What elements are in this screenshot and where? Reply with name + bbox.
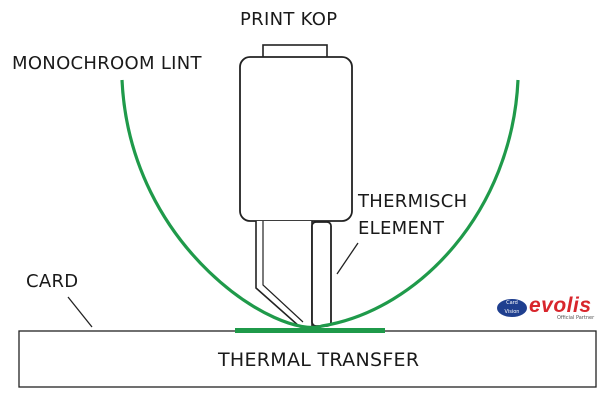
card-label: CARD (26, 271, 79, 292)
badge-line2: Vision (504, 309, 520, 315)
thermal-element-label-line2: ELEMENT (358, 218, 445, 239)
evolis-partner-logo: Card Vision evolis Official Partner (497, 294, 601, 322)
print-head-label: PRINT KOP (240, 9, 338, 30)
thermal-element (311, 221, 332, 327)
card-leader (67, 296, 93, 328)
brand-name: evolis (529, 294, 592, 317)
monochrome-ribbon (120, 79, 520, 329)
transfer-band (235, 328, 385, 333)
thermal-element-leader (336, 242, 359, 275)
thermal-transfer-label: THERMAL TRANSFER (218, 349, 420, 371)
card-body (18, 330, 597, 388)
badge-line1: Card (506, 300, 518, 306)
thermal-element-label-line1: THERMISCH (358, 191, 468, 212)
print-head-tip-inner (262, 221, 304, 323)
print-head-body (239, 56, 353, 222)
brand-subtitle: Official Partner (557, 315, 595, 321)
ribbon-label: MONOCHROOM LINT (12, 53, 202, 74)
card-vision-badge: Card Vision (497, 299, 527, 317)
